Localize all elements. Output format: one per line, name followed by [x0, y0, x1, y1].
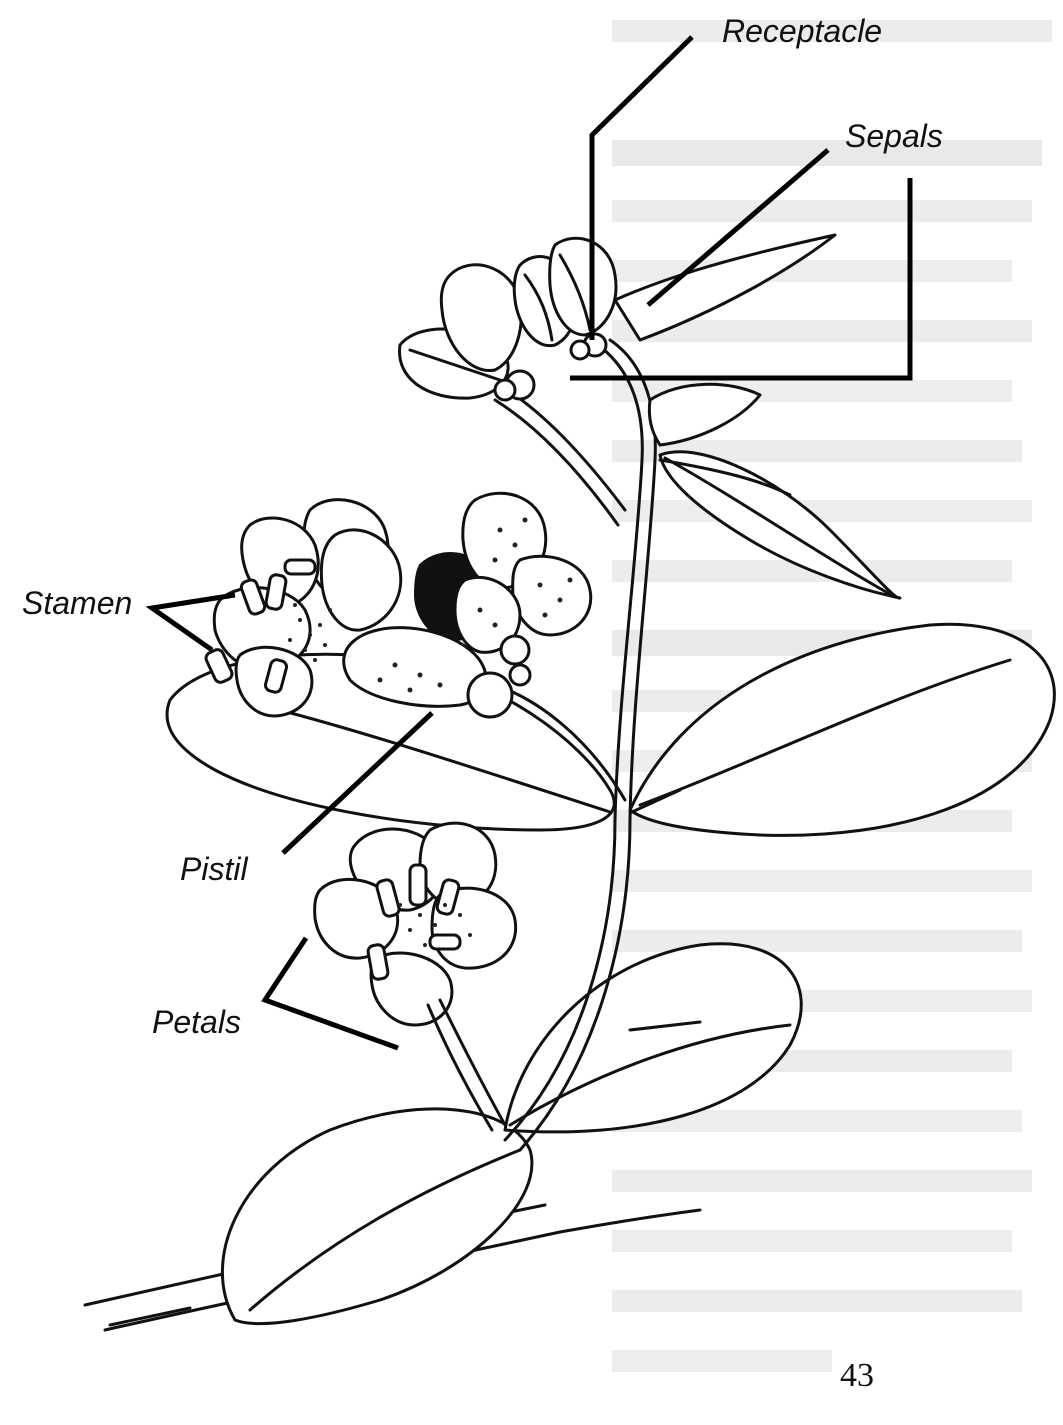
label-receptacle: Receptacle: [722, 13, 882, 49]
label-petals: Petals: [152, 1004, 241, 1040]
label-pistil: Pistil: [180, 851, 248, 887]
petals-flower: [315, 823, 516, 1130]
leaf-small-upper: [649, 384, 760, 445]
label-sepals: Sepals: [845, 118, 943, 154]
page-number: 43: [840, 1357, 874, 1394]
leaf-bottom: [222, 1109, 532, 1324]
top-flower: [400, 235, 835, 400]
label-stamen: Stamen: [22, 585, 132, 621]
